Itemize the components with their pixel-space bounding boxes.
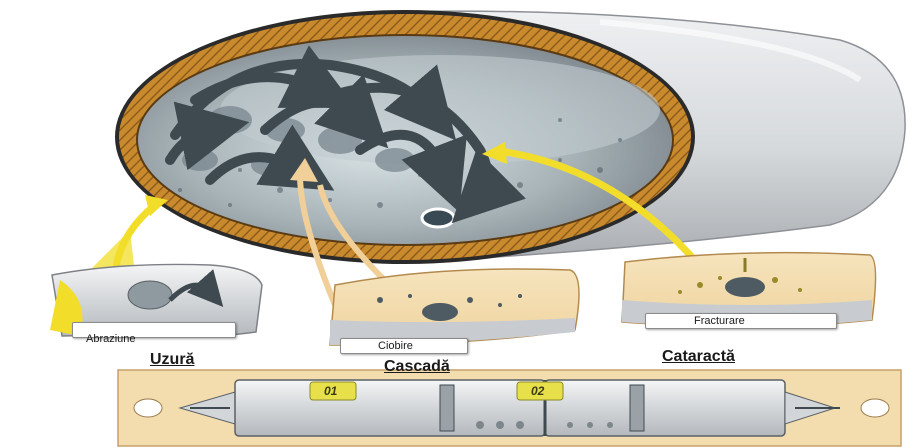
chipping-sublabel: Ciobire bbox=[378, 340, 413, 352]
mill-schematic bbox=[118, 370, 901, 446]
cascade-title: Cascadă bbox=[384, 358, 450, 376]
wear-title: Uzură bbox=[150, 351, 194, 369]
cataract-title: Cataractă bbox=[662, 348, 735, 366]
abrasion-sublabel: Abraziune bbox=[86, 333, 136, 345]
fracture-sublabel: Fracturare bbox=[694, 315, 745, 327]
panel-cascading bbox=[330, 269, 579, 345]
compartment-badge-02: 02 bbox=[531, 384, 544, 398]
compartment-badge-01: 01 bbox=[324, 384, 337, 398]
